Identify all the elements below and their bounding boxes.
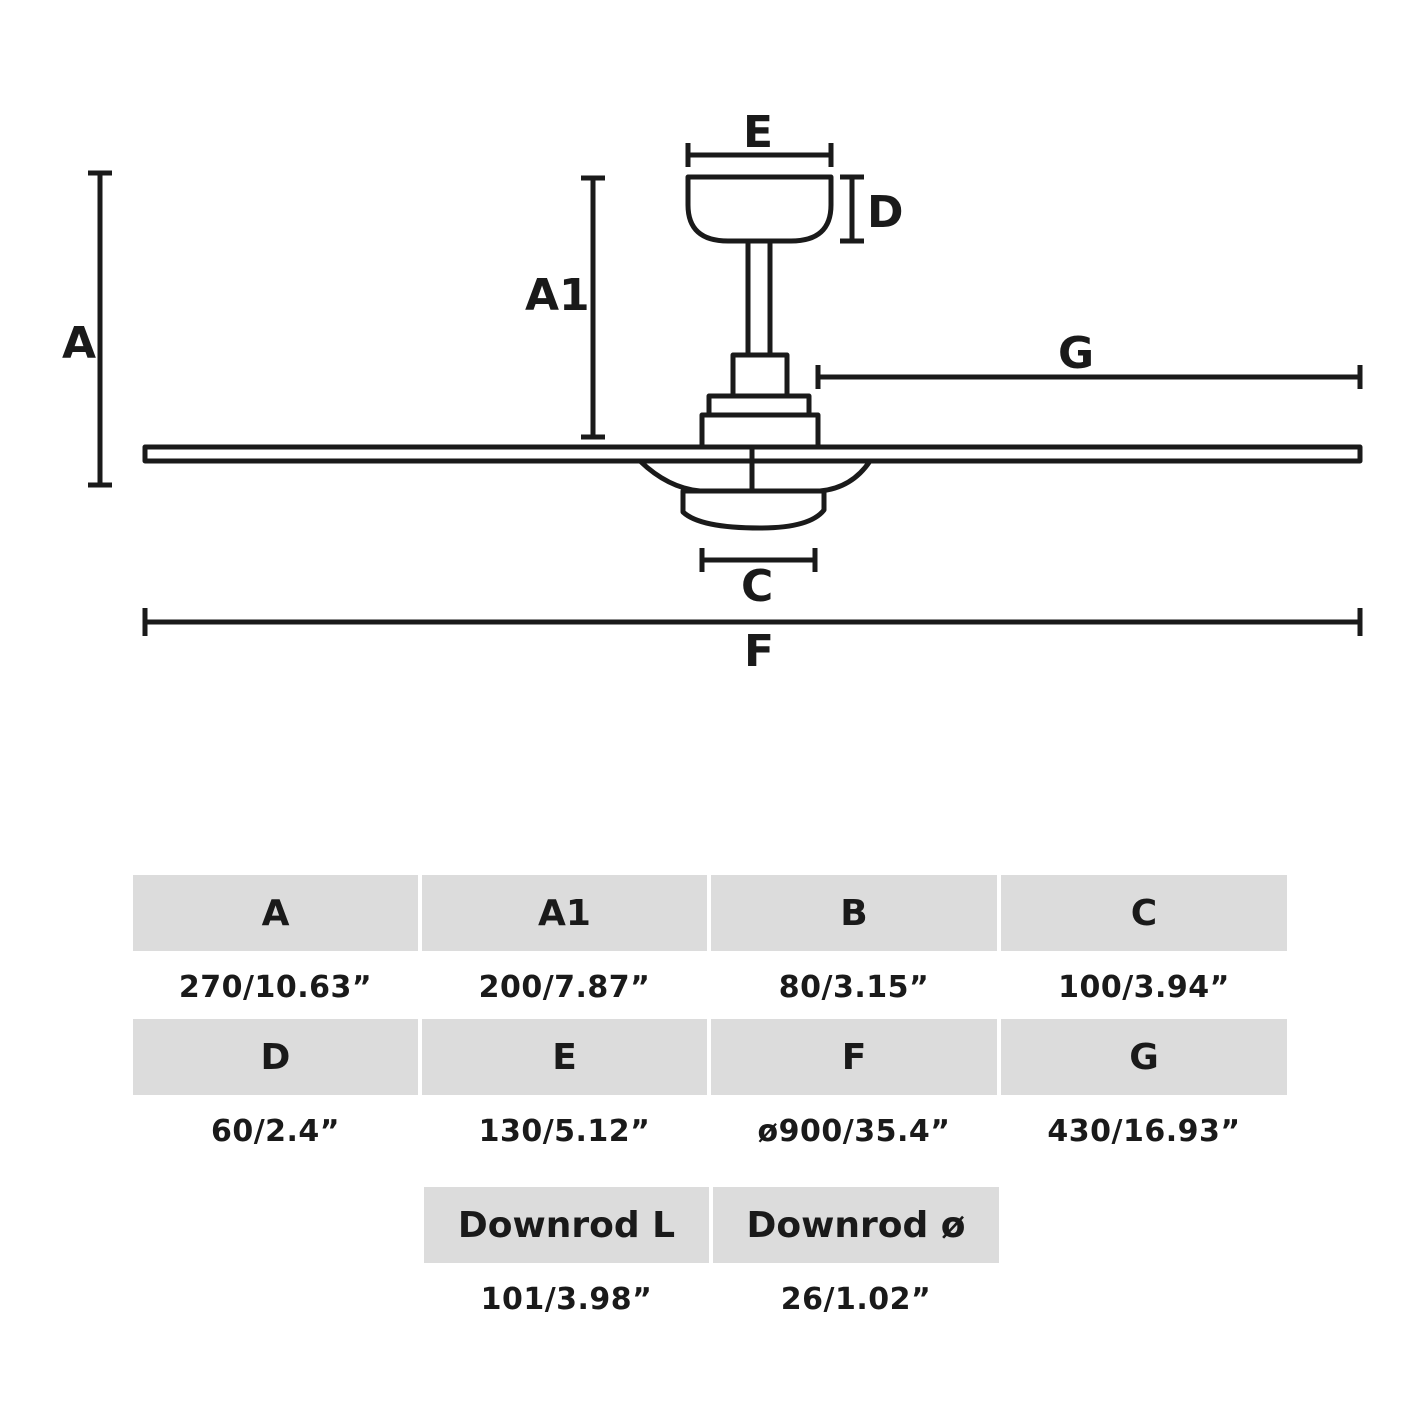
dimension-line-g <box>815 365 1363 389</box>
downrod <box>745 241 773 355</box>
dimension-line-a <box>88 170 112 488</box>
dimension-line-c <box>699 548 818 572</box>
dimension-line-e <box>685 143 834 167</box>
value-f: ø900/35.4” <box>757 1113 951 1149</box>
value-b: 80/3.15” <box>778 969 930 1005</box>
motor-housing <box>699 412 821 450</box>
dimension-labels: A A1 E D G C F <box>62 107 1094 677</box>
label-a1: A1 <box>525 270 590 321</box>
motor-coupling <box>730 352 790 399</box>
header-g: G <box>1001 1019 1287 1095</box>
dimension-line-d <box>840 174 864 244</box>
motor-housing-top <box>706 393 812 418</box>
header-downrod-length: Downrod L <box>424 1187 709 1263</box>
label-e: E <box>743 107 773 158</box>
header-a: A <box>133 875 418 951</box>
value-a1: 200/7.87” <box>478 969 651 1005</box>
fan-blades <box>142 444 1363 464</box>
value-downrod-diameter: 26/1.02” <box>780 1281 932 1317</box>
value-g: 430/16.93” <box>1047 1113 1241 1149</box>
label-c: C <box>741 561 773 612</box>
value-d: 60/2.4” <box>210 1113 341 1149</box>
label-a: A <box>62 318 96 369</box>
ceiling-fan-dimension-diagram: A A1 E D G C F <box>62 107 1363 677</box>
header-d: D <box>133 1019 418 1095</box>
header-a1: A1 <box>422 875 707 951</box>
value-c: 100/3.94” <box>1058 969 1230 1005</box>
header-e: E <box>422 1019 707 1095</box>
header-b: B <box>711 875 997 951</box>
header-c: C <box>1001 875 1287 951</box>
value-e: 130/5.12” <box>478 1113 651 1149</box>
header-downrod-diameter: Downrod ø <box>713 1187 999 1263</box>
blade-hub <box>638 459 873 494</box>
dimension-line-a1 <box>581 175 605 440</box>
label-g: G <box>1058 328 1094 379</box>
label-d: D <box>867 187 904 238</box>
header-f: F <box>711 1019 997 1095</box>
light-kit <box>680 488 827 531</box>
dimension-line-f <box>142 608 1363 636</box>
fan-outline <box>142 174 1363 531</box>
value-a: 270/10.63” <box>178 969 373 1005</box>
ceiling-canopy <box>685 174 834 244</box>
label-f: F <box>744 626 774 677</box>
value-downrod-length: 101/3.98” <box>480 1281 653 1317</box>
